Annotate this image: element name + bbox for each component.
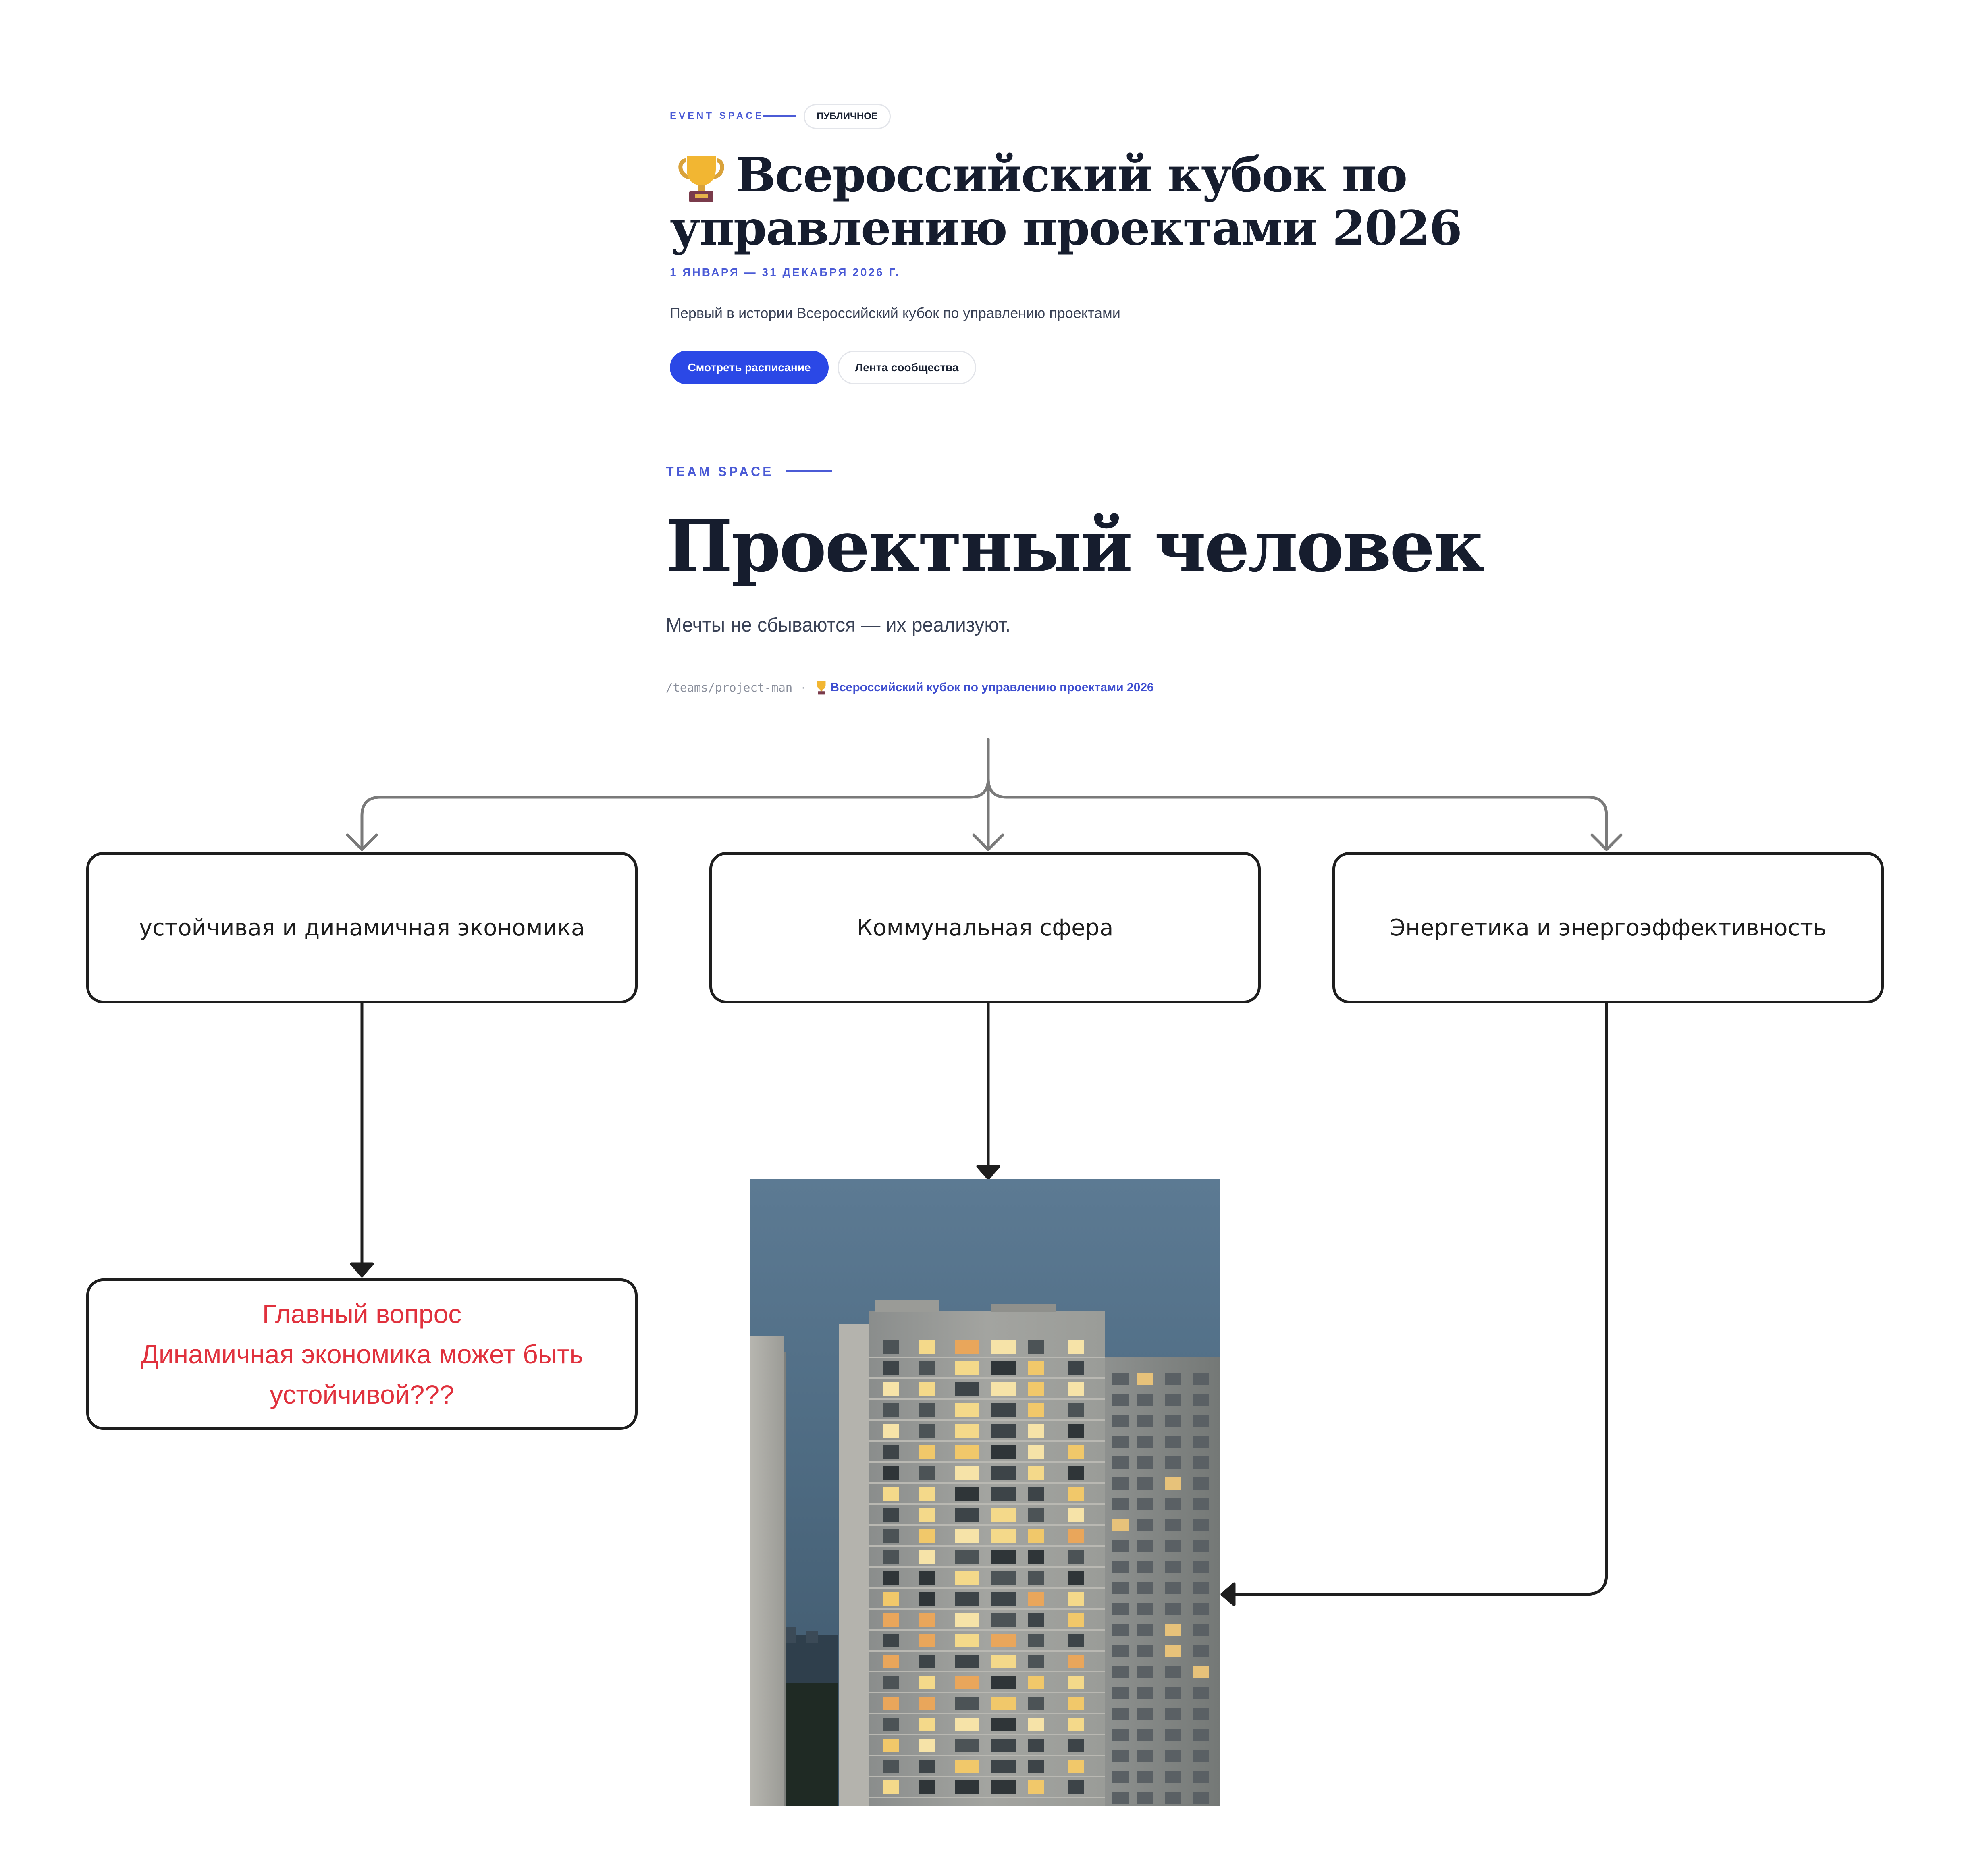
- event-title: Всероссийский кубок по управлению проект…: [670, 147, 1462, 256]
- event-kicker-line: [763, 115, 796, 117]
- event-title-line1: Всероссийский кубок по: [736, 147, 1407, 203]
- top-brace: [346, 738, 1623, 851]
- community-feed-button[interactable]: Лента сообщества: [838, 351, 976, 384]
- team-kicker: TEAM SPACE: [666, 464, 774, 479]
- main-question-line1: Главный вопрос: [262, 1298, 462, 1329]
- breadcrumb-separator: ·: [801, 681, 806, 694]
- team-kicker-line: [786, 470, 832, 472]
- view-schedule-button[interactable]: Смотреть расписание: [670, 351, 829, 384]
- box-utilities-label: Коммунальная сфера: [856, 914, 1114, 941]
- event-title-line2: управлению проектами 2026: [670, 200, 1462, 256]
- main-question-line3: устойчивой???: [270, 1379, 454, 1410]
- apartment-building-photo: [750, 1179, 1220, 1806]
- box-main-question: Главный вопрос Динамичная экономика може…: [86, 1278, 638, 1430]
- event-kicker: EVENT SPACE: [670, 110, 764, 121]
- small-trophy-icon: [814, 680, 829, 695]
- main-question-line2: Динамичная экономика может быть: [141, 1339, 583, 1369]
- team-path: /teams/project-man: [666, 681, 793, 694]
- trophy-icon: [677, 153, 725, 203]
- box-utilities: Коммунальная сфера: [709, 852, 1261, 1003]
- connector-right-to-photo: [1220, 1002, 1608, 1596]
- box-stable-economy-label: устойчивая и динамичная экономика: [139, 914, 585, 941]
- event-link[interactable]: Всероссийский кубок по управлению проект…: [830, 681, 1154, 694]
- box-stable-economy: устойчивая и динамичная экономика: [86, 852, 638, 1003]
- main-question-text: Главный вопрос Динамичная экономика може…: [141, 1294, 583, 1415]
- team-breadcrumb: /teams/project-man · Всероссийский кубок…: [666, 680, 1154, 695]
- team-title: Проектный человек: [666, 505, 1484, 588]
- box-energy: Энергетика и энергоэффективность: [1332, 852, 1884, 1003]
- visibility-badge: ПУБЛИЧНОЕ: [804, 104, 891, 129]
- event-dates: 1 ЯНВАРЯ — 31 ДЕКАБРЯ 2026 Г.: [670, 266, 900, 278]
- event-description: Первый в истории Всероссийский кубок по …: [670, 305, 1120, 321]
- team-subtitle: Мечты не сбываются — их реализуют.: [666, 615, 1011, 636]
- box-energy-label: Энергетика и энергоэффективность: [1390, 914, 1827, 941]
